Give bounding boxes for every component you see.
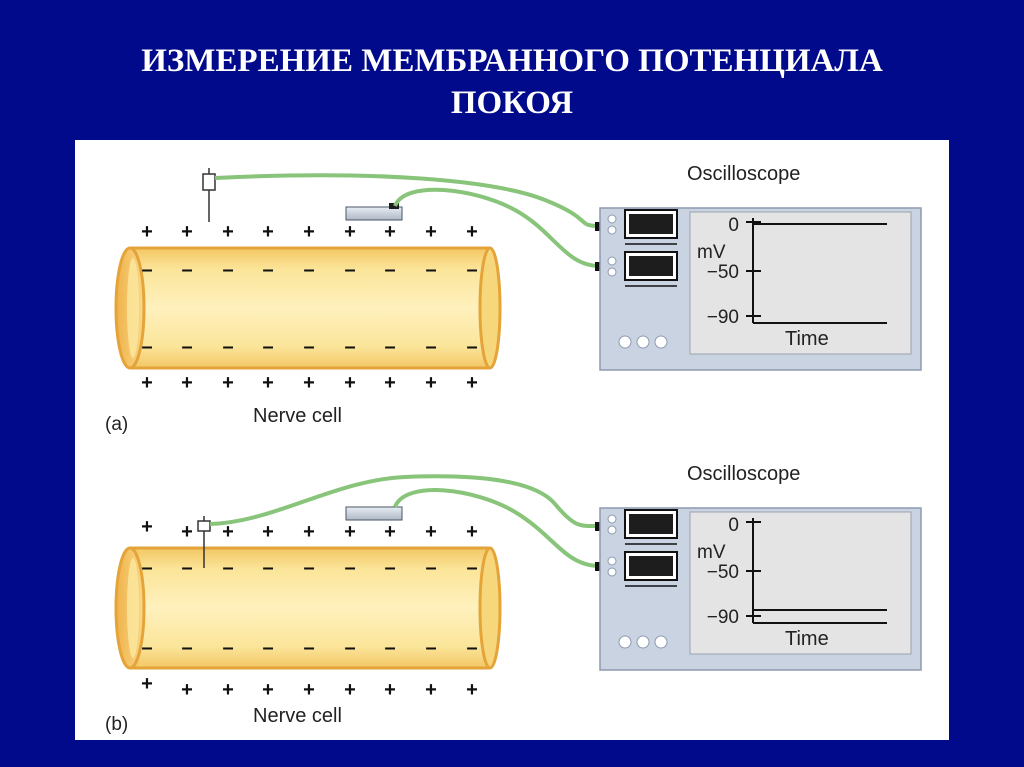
cell-label: Nerve cell — [253, 405, 342, 427]
x-axis-label: Time — [785, 328, 829, 350]
charges-inside-bottom — [141, 637, 478, 659]
charges-inside-bottom — [141, 336, 478, 358]
charges-outside-bottom — [141, 372, 478, 394]
oscilloscope-label: Oscilloscope — [687, 463, 800, 485]
svg-text:+: + — [262, 521, 274, 543]
wire-electrode — [214, 173, 601, 228]
recording-electrode — [202, 168, 216, 222]
title-line-1: ИЗМЕРЕНИЕ МЕМБРАННОГО ПОТЕНЦИАЛА — [141, 43, 883, 79]
slide-title: ИЗМЕРЕНИЕ МЕМБРАННОГО ПОТЕНЦИАЛА ПОКОЯ — [0, 40, 1024, 124]
panel-label: (a) — [105, 414, 128, 435]
oscilloscope-label: Oscilloscope — [687, 163, 800, 185]
wire-reference — [393, 187, 601, 268]
cell-label: Nerve cell — [253, 705, 342, 727]
svg-text:+: + — [222, 521, 234, 543]
wire-electrode — [209, 474, 601, 529]
panel-a: Oscilloscope 0 −50 −90 mV Time Nerve cel… — [105, 163, 922, 435]
svg-text:+: + — [425, 679, 437, 701]
svg-text:+: + — [303, 679, 315, 701]
tick-0: 0 — [728, 215, 739, 236]
svg-text:+: + — [466, 679, 478, 701]
diagram-panel: +++ +++ +++ ––– ––– ––– — [75, 140, 949, 740]
charges-outside-top: + + + + + + + + + — [141, 516, 478, 543]
tick-minus-50: −50 — [707, 562, 739, 583]
charges-inside-top — [141, 557, 478, 579]
y-unit-label: mV — [697, 542, 726, 563]
tick-0: 0 — [728, 515, 739, 536]
svg-text:+: + — [384, 679, 396, 701]
panel-label: (b) — [105, 714, 128, 735]
charges-outside-bottom: + + + + + + + + + — [141, 673, 478, 701]
reference-electrode — [345, 206, 403, 221]
svg-text:+: + — [181, 679, 193, 701]
svg-text:+: + — [303, 521, 315, 543]
wire-reference — [393, 488, 601, 568]
y-unit-label: mV — [697, 242, 726, 263]
svg-text:+: + — [262, 679, 274, 701]
reference-electrode — [345, 506, 403, 521]
tick-minus-90: −90 — [707, 607, 739, 628]
panel-b: + + + + + + + + + + + + + + + + + + — [105, 463, 922, 735]
svg-text:+: + — [344, 521, 356, 543]
x-axis-label: Time — [785, 628, 829, 650]
recording-electrode — [197, 516, 211, 568]
svg-text:+: + — [141, 516, 153, 538]
svg-text:+: + — [181, 521, 193, 543]
charges-outside-top — [141, 221, 478, 243]
svg-text:+: + — [425, 521, 437, 543]
svg-text:+: + — [466, 521, 478, 543]
svg-text:+: + — [384, 521, 396, 543]
svg-text:+: + — [141, 673, 153, 695]
svg-text:+: + — [344, 679, 356, 701]
tick-minus-90: −90 — [707, 307, 739, 328]
title-line-2: ПОКОЯ — [450, 85, 574, 121]
charges-inside-top — [141, 259, 478, 281]
svg-text:+: + — [222, 679, 234, 701]
tick-minus-50: −50 — [707, 262, 739, 283]
